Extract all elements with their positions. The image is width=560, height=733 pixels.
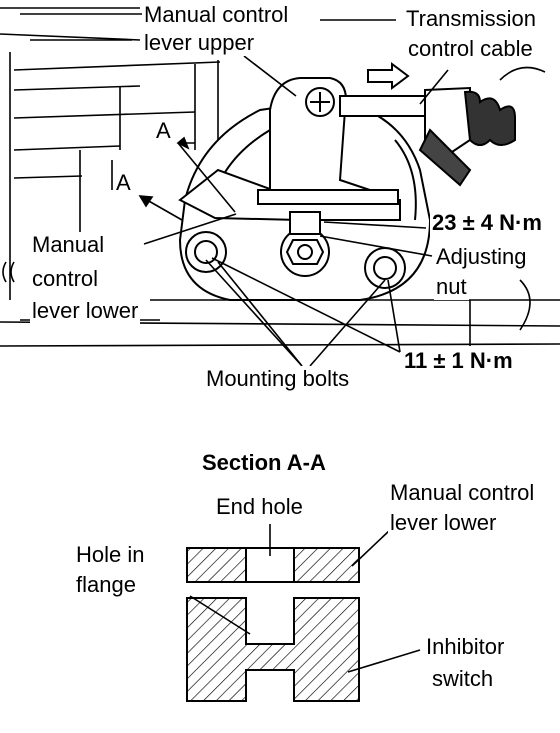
label-manual-control-lever-upper-1: Manual control [142, 2, 291, 28]
label-manual-control-lever-lower-2: control [30, 266, 101, 292]
manual-control-lever-lower-part [178, 168, 401, 221]
label-end-hole: End hole [214, 494, 305, 520]
label-hole-in-flange-1: Hole in [74, 542, 147, 568]
manual-control-lever-upper-part [257, 77, 399, 205]
section-inhibitor-switch [186, 597, 360, 702]
mounting-bolt-left [185, 231, 227, 273]
label-manual-control-lever-lower-1: Manual [30, 232, 107, 258]
section-cut-line [138, 136, 236, 221]
label-torque-adjusting-nut: 23 ± 4 N·m [430, 210, 544, 236]
transmission-control-cable-part [339, 86, 516, 187]
section-lever-lower [186, 547, 360, 583]
label-adjusting-nut-2: nut [434, 274, 469, 300]
label-adjusting-nut-1: Adjusting [434, 244, 529, 270]
label-section-arrow-a-lower: A [116, 170, 131, 195]
direction-arrow-icon [367, 62, 410, 90]
leader-lines-section [189, 524, 421, 673]
label-manual-control-lever-upper-2: lever upper [142, 30, 257, 56]
label-section-arrow-a-upper: A [156, 118, 171, 143]
mounting-bolt-right [364, 247, 406, 289]
adjusting-nut-part [280, 211, 330, 277]
label-manual-control-lever-lower-3: lever lower [30, 298, 141, 324]
label-inhibitor-switch-1: Inhibitor [424, 634, 507, 660]
label-transmission-control-cable-1: Transmission [404, 6, 538, 32]
label-mounting-bolts: Mounting bolts [204, 366, 352, 392]
label-section-manual-control-lever-lower-1: Manual control [388, 480, 537, 506]
label-inhibitor-switch-2: switch [430, 666, 496, 692]
label-torque-mounting-bolts: 11 ± 1 N·m [402, 348, 515, 374]
label-hole-in-flange-2: flange [74, 572, 138, 598]
section-title: Section A-A [200, 450, 328, 476]
label-transmission-control-cable-2: control cable [406, 36, 535, 62]
label-section-manual-control-lever-lower-2: lever lower [388, 510, 499, 536]
